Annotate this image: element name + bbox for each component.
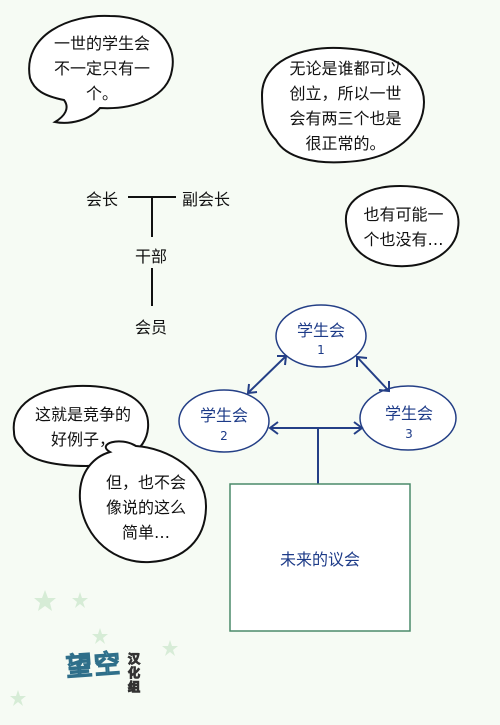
future-parliament-label: 未来的议会 xyxy=(279,550,360,569)
bubble-2-line-3: 会有两三个也是 xyxy=(289,109,402,128)
bubble-5-line-3: 简单… xyxy=(121,523,170,542)
node-1-title: 学生会 xyxy=(296,321,345,340)
org-member-label: 会员 xyxy=(135,318,168,337)
student-council-node-3 xyxy=(359,385,457,451)
org-vice-president-label: 副会长 xyxy=(182,190,231,209)
bubble-1-text: 一世的学生会 不一定只有一 个。 xyxy=(42,31,162,106)
node-3-number: 3 xyxy=(405,427,413,441)
student-council-node-2 xyxy=(178,389,270,453)
bubble-3-text: 也有可能一 个也没有… xyxy=(356,202,451,252)
speech-bubble-3 xyxy=(344,184,460,268)
bubble-5-line-1: 但，也不会 xyxy=(105,473,186,492)
org-chart-lines xyxy=(128,196,176,306)
bubble-2-line-2: 创立，所以一世 xyxy=(289,84,402,103)
node-2-title: 学生会 xyxy=(199,406,248,425)
bubble-4-line-2: 好例子， xyxy=(50,430,115,449)
bubble-4-line-1: 这就是竞争的 xyxy=(34,405,131,424)
bubble-1-line-3: 个。 xyxy=(85,84,118,103)
org-cadre-label: 干部 xyxy=(135,247,168,266)
bubble-4-text: 这就是竞争的 好例子， xyxy=(24,402,142,452)
bubble-3-line-1: 也有可能一 xyxy=(363,205,444,224)
bubble-2-text: 无论是谁都可以 创立，所以一世 会有两三个也是 很正常的。 xyxy=(278,56,413,156)
speech-bubble-5 xyxy=(78,440,208,564)
speech-bubble-1 xyxy=(28,14,174,124)
node-2-number: 2 xyxy=(220,429,228,443)
watermark-logo-sub: 汉化组 xyxy=(128,652,141,695)
org-president-label: 会长 xyxy=(86,190,119,209)
bubble-5-line-2: 像说的这么 xyxy=(105,498,186,517)
bubble-5-text: 但，也不会 像说的这么 简单… xyxy=(96,470,196,545)
bubble-2-line-4: 很正常的。 xyxy=(305,134,386,153)
watermark-stars xyxy=(10,590,178,706)
bubble-3-line-2: 个也没有… xyxy=(363,230,444,249)
node-3-title: 学生会 xyxy=(384,404,433,423)
bubble-2-line-1: 无论是谁都可以 xyxy=(289,59,402,78)
future-parliament-box xyxy=(229,483,411,632)
bubble-1-line-2: 不一定只有一 xyxy=(53,59,150,78)
node-1-number: 1 xyxy=(317,343,325,357)
student-council-node-1 xyxy=(275,304,367,368)
speech-bubble-2 xyxy=(260,46,426,164)
watermark-logo: 望空 xyxy=(65,649,124,684)
arrow-connections xyxy=(246,355,390,484)
bubble-1-line-1: 一世的学生会 xyxy=(53,34,150,53)
